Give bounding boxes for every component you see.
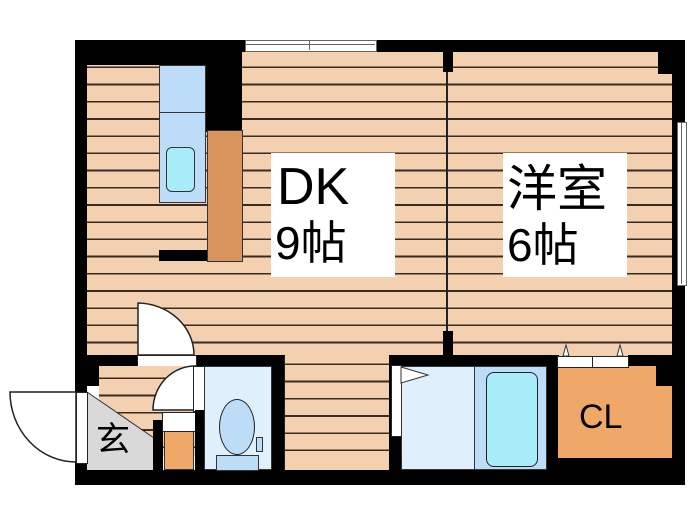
outer-wall-top xyxy=(75,40,685,52)
divider-wall-stub-bottom xyxy=(443,331,453,357)
dk-door-swing xyxy=(137,302,195,356)
entrance-label: 玄 xyxy=(96,421,130,459)
shoe-cabinet-door[interactable] xyxy=(162,412,198,432)
bathtub xyxy=(486,372,538,467)
closet-bottom-wall xyxy=(558,458,672,470)
closet-door-markers xyxy=(562,343,624,357)
lower-wall-left xyxy=(87,355,137,366)
closet-label: CL xyxy=(579,398,623,436)
toilet-paper-holder xyxy=(256,437,263,452)
toilet-door-swing xyxy=(152,365,197,411)
outer-wall-left xyxy=(75,40,87,485)
entrance-partition xyxy=(153,420,163,470)
corner-pillar xyxy=(658,52,672,74)
lower-wall-mid xyxy=(195,355,285,366)
kitchen-partition-wall xyxy=(159,250,207,261)
closet xyxy=(558,366,672,458)
corridor-left-edge xyxy=(284,356,285,470)
outer-wall-bottom xyxy=(75,470,685,485)
window-top-center xyxy=(309,40,310,50)
toilet-tank xyxy=(216,455,259,471)
kitchen-wall-block xyxy=(206,52,242,132)
kitchen-sink[interactable] xyxy=(166,147,195,192)
entrance-door-swing xyxy=(9,391,77,463)
dk-room-name: DK xyxy=(277,158,350,216)
corridor-floor xyxy=(285,356,389,470)
lower-wall-far-right xyxy=(628,355,672,366)
kitchen-counter-divider xyxy=(159,112,206,113)
dk-label: DK 9帖 xyxy=(271,153,395,277)
closet-door-right[interactable] xyxy=(592,356,629,368)
bath-wall-right xyxy=(547,355,559,470)
toilet-bowl xyxy=(219,399,255,455)
window-top-sash xyxy=(245,44,375,45)
toilet-wall-right xyxy=(272,355,285,470)
entrance-diagonal xyxy=(86,391,155,439)
hall-wall-left xyxy=(87,366,99,386)
closet-pillar xyxy=(656,366,672,386)
dk-room-size: 9帖 xyxy=(275,217,347,269)
window-right xyxy=(677,122,687,286)
window-top xyxy=(245,40,377,52)
kitchen-wall-block-top xyxy=(87,52,242,65)
toilet-wall-left xyxy=(195,410,204,470)
room-divider-line xyxy=(446,52,448,356)
divider-wall-stub-top xyxy=(443,50,453,72)
door-direction-marker xyxy=(400,366,430,384)
lower-wall-right xyxy=(389,355,554,366)
western-room-name: 洋室 xyxy=(507,161,607,217)
western-room-label: 洋室 6帖 xyxy=(503,153,627,277)
western-room-size: 6帖 xyxy=(507,219,579,271)
wooden-counter xyxy=(207,130,243,262)
shoe-cabinet xyxy=(164,430,194,470)
window-right-sash xyxy=(681,122,682,284)
closet-door-left[interactable] xyxy=(557,356,594,368)
washroom xyxy=(401,366,475,470)
